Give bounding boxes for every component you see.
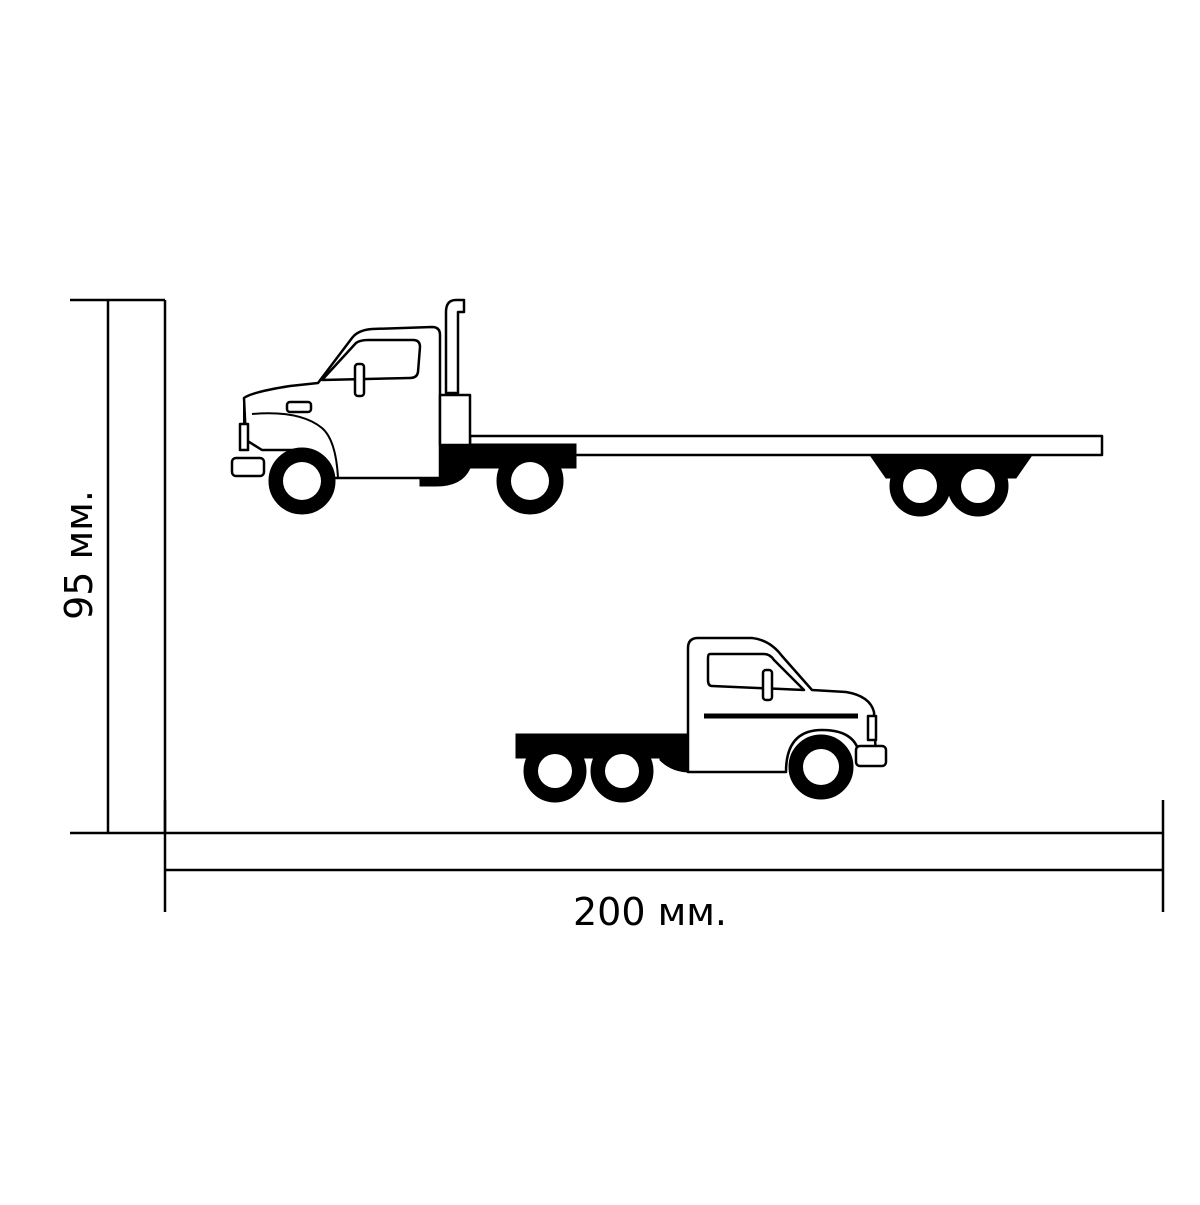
tractor-mirror bbox=[761, 668, 774, 702]
exhaust-stack bbox=[444, 298, 466, 395]
front-bumper bbox=[230, 456, 266, 478]
headlight bbox=[238, 422, 250, 452]
width-dimension bbox=[163, 800, 1165, 912]
tractor-headlight bbox=[866, 714, 878, 742]
cab-window bbox=[320, 338, 422, 382]
height-dimension bbox=[70, 298, 167, 835]
drive-wheel bbox=[496, 447, 564, 515]
tractor-front-wheel bbox=[788, 734, 854, 800]
tractor-rear-wheel-2 bbox=[590, 739, 654, 803]
width-dimension-label: 200 мм. bbox=[572, 890, 728, 934]
tractor-bumper bbox=[854, 744, 888, 768]
tractor-truck bbox=[515, 636, 888, 803]
side-mirror bbox=[353, 362, 366, 398]
front-wheel bbox=[268, 447, 336, 515]
rear-wheel-1 bbox=[889, 455, 951, 517]
flatbed-truck bbox=[230, 298, 1104, 517]
tractor-window bbox=[706, 652, 806, 692]
fender-line bbox=[251, 412, 339, 479]
height-dimension-label: 95 мм. bbox=[57, 490, 101, 620]
fuel-tank bbox=[438, 393, 472, 447]
tractor-rear-wheel-1 bbox=[523, 739, 587, 803]
rear-wheel-2 bbox=[947, 455, 1009, 517]
hood-emblem bbox=[285, 400, 313, 414]
